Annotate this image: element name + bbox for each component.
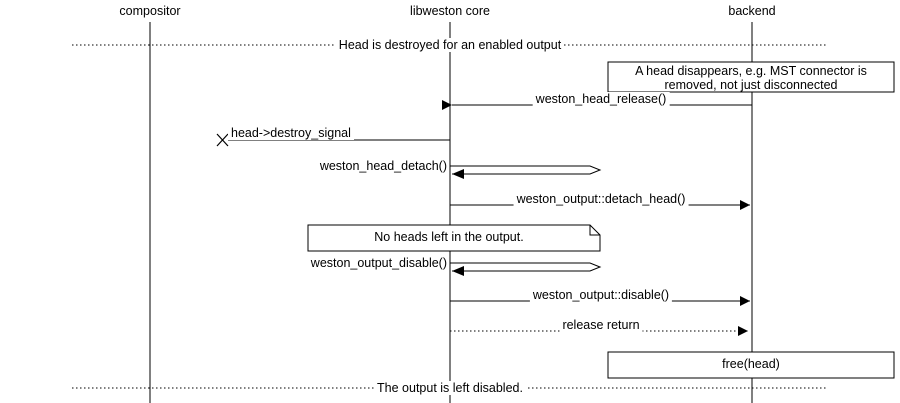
participant-label-libweston-core: libweston core bbox=[410, 4, 490, 18]
note-text-mst-line-1: A head disappears, e.g. MST connector is bbox=[635, 64, 867, 78]
note-text-mst-line-2: removed, not just disconnected bbox=[664, 78, 838, 92]
message-label-weston-head-release: weston_head_release() bbox=[532, 92, 670, 106]
separator-label-top: Head is destroyed for an enabled output bbox=[335, 38, 565, 52]
message-label-weston-output-disable: weston_output::disable() bbox=[529, 288, 673, 302]
participant-label-compositor: compositor bbox=[119, 4, 181, 18]
note-box-no-heads bbox=[307, 224, 601, 252]
arrow-head-destroy-signal bbox=[216, 133, 450, 147]
note-box-mst bbox=[607, 61, 895, 93]
note-text-no-heads-line-1: No heads left in the output. bbox=[374, 230, 524, 244]
participant-label-backend: backend bbox=[728, 4, 776, 18]
note-text-free-head-line-1: free(head) bbox=[722, 357, 780, 371]
separator-label-bottom: The output is left disabled. bbox=[374, 381, 526, 395]
note-box-free-head bbox=[607, 351, 895, 379]
message-label-head-destroy-signal: head->destroy_signal bbox=[228, 126, 354, 140]
lost-message-x-icon bbox=[216, 133, 229, 147]
message-label-weston-output-disable-self: weston_output_disable() bbox=[310, 256, 447, 270]
note-text-free-head: free(head) bbox=[610, 357, 892, 371]
note-text-no-heads: No heads left in the output. bbox=[310, 230, 588, 244]
message-label-release-return: release return bbox=[559, 318, 643, 332]
message-label-weston-output-detach-head: weston_output::detach_head() bbox=[513, 192, 689, 206]
note-text-mst: A head disappears, e.g. MST connector is… bbox=[610, 64, 892, 92]
arrow-weston-head-detach-self bbox=[450, 165, 602, 179]
arrow-weston-output-disable-self bbox=[450, 262, 602, 276]
message-label-weston-head-detach: weston_head_detach() bbox=[319, 159, 447, 173]
